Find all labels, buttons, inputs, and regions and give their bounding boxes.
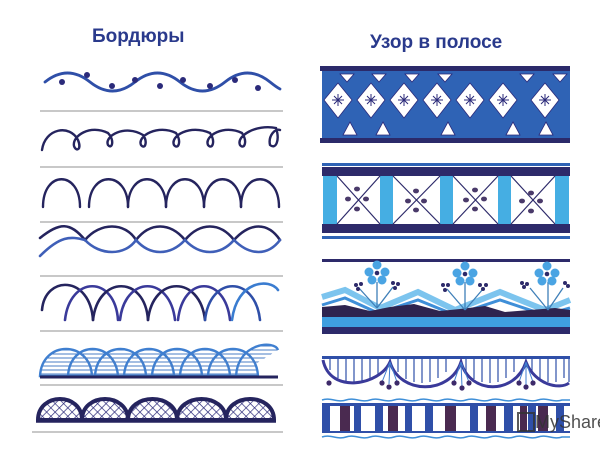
strip-garlands xyxy=(321,356,570,391)
strip-crossed-squares xyxy=(322,163,570,239)
border-interlaced-waves xyxy=(38,224,282,258)
strip-pattern-heading: Узор в полосе xyxy=(370,32,503,53)
borders-heading: Бордюры xyxy=(92,26,185,47)
border-crosshatched-semicircles xyxy=(35,397,277,423)
strip-striped-band xyxy=(321,398,570,439)
border-overlapping-arches xyxy=(40,282,280,322)
border-arches xyxy=(41,178,281,209)
watermark-text: MyShared xyxy=(535,412,600,432)
left-separator-lines xyxy=(32,110,283,433)
border-hatched-arches xyxy=(38,343,280,379)
watermark-icon xyxy=(517,412,535,432)
border-wave-with-dots xyxy=(43,71,282,93)
strip-flowers-on-hills xyxy=(321,259,572,334)
strip-diamond-checker xyxy=(320,66,570,143)
border-loops xyxy=(40,126,282,152)
